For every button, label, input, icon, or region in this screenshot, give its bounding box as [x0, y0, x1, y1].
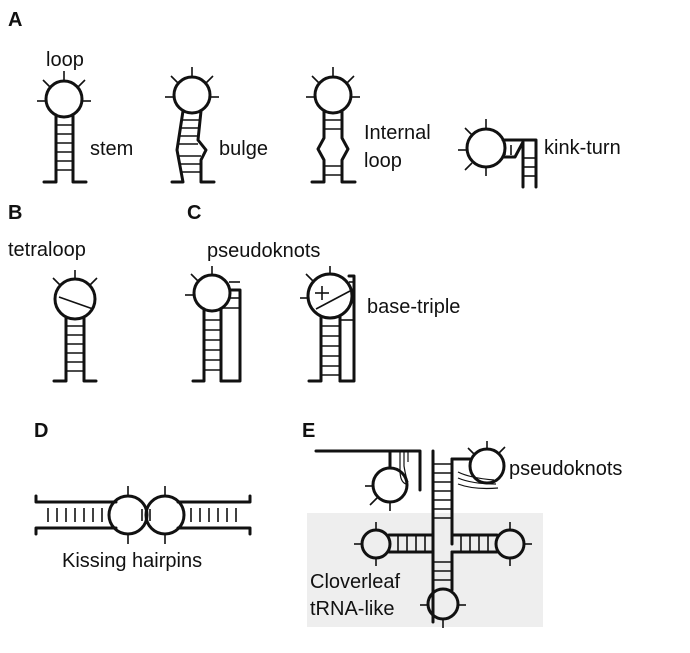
central-stem-pairs: [433, 463, 452, 519]
panel-c-letter: C: [187, 202, 201, 224]
kink-loop-ticks: [458, 119, 487, 176]
upper-left-loop-ticks: [365, 485, 391, 511]
stem-strand-right: [71, 113, 88, 184]
loop-label: loop: [46, 49, 84, 71]
trna-like-label: tRNA-like: [310, 598, 394, 620]
internal-hairpin-loop: [313, 75, 353, 115]
base-triple-pairs: [340, 281, 354, 321]
tetraloop-ticks: [52, 270, 98, 310]
hairpin-bulge: bulge: [165, 67, 268, 184]
cloverleaf-label: Cloverleaf: [310, 571, 400, 593]
kissing-strand-top-right: [176, 494, 252, 504]
kissing-strand-bottom-left: [34, 526, 118, 536]
kissing-strand-top-left: [34, 494, 118, 504]
acceptor-strand-top: [314, 449, 422, 492]
pseudoknot-strand: [219, 288, 242, 383]
base-triple-stem-pairs: [321, 325, 340, 376]
base-triple-hairpin: base-triple: [300, 266, 460, 383]
right-arm-ticks: [509, 522, 532, 566]
tetraloop-base-pairs: [66, 325, 84, 372]
tetraloop-stem-right: [82, 315, 98, 383]
bottom-arm-pairs: [433, 561, 452, 581]
base-triple-label: base-triple: [367, 296, 460, 318]
kissing-loop-pairs: [141, 508, 151, 522]
hairpin-stem-loop: loop stem: [37, 49, 133, 184]
kink-strand-outer: [501, 138, 538, 189]
base-triple-loop-ticks: [300, 266, 351, 310]
pseudoknot-arcs-upper-right: [457, 471, 499, 490]
panel-b: B tetraloop: [8, 202, 98, 383]
panel-b-letter: B: [8, 202, 22, 224]
pseudoknot-arcs-upper-left: [399, 451, 409, 485]
kissing-hairpins-motif: [34, 486, 252, 544]
kink-base-pairs: [504, 145, 536, 177]
internal-strand-right: [340, 109, 357, 184]
panel-d-letter: D: [34, 420, 48, 442]
base-triple-loop: [306, 272, 354, 320]
pseudoknots-label-e: pseudoknots: [509, 458, 622, 480]
kink-turn-label: kink-turn: [544, 137, 621, 159]
base-triple-strand: [338, 274, 356, 383]
internal-base-pairs: [324, 119, 342, 176]
panel-c: C pseudoknots: [185, 202, 460, 383]
kissing-stem-pairs-right: [190, 508, 237, 522]
tetraloop-stem-left: [52, 315, 68, 383]
pseudoknot-stem-pairs: [204, 319, 221, 371]
internal-loop-ticks: [306, 67, 360, 98]
tetraloop-pair-line: [58, 296, 94, 310]
panel-a-letter: A: [8, 9, 22, 31]
trna-like-structure: pseudoknots: [314, 441, 622, 628]
bulge-label: bulge: [219, 138, 268, 160]
bulge-hairpin-loop: [172, 75, 212, 115]
bulge-base-pairs: [179, 119, 201, 173]
hairpin-loop: [44, 79, 84, 119]
pseudoknot-pairs: [221, 281, 240, 309]
tetraloop-circle: [53, 277, 97, 321]
upper-right-loop-ticks: [467, 441, 506, 455]
hairpin-internal-loop: Internal loop: [306, 67, 431, 184]
internal-strand-left: [310, 109, 326, 184]
kink-turn-loop: [465, 127, 507, 169]
bulge-strand-left: [170, 109, 185, 184]
bulge-loop-ticks: [165, 67, 219, 98]
pseudoknots-label-c: pseudoknots: [207, 240, 320, 262]
stem-base-pairs: [56, 124, 73, 171]
upper-left-loop: [371, 466, 409, 504]
stem-strand-left: [42, 113, 58, 184]
left-arm-pairs: [397, 535, 426, 552]
pseudoknot-loop: [192, 273, 232, 313]
panel-d: D: [34, 420, 252, 572]
stem-label: stem: [90, 138, 133, 160]
pseudoknot-stem-left: [191, 307, 206, 383]
panel-e: E: [302, 420, 622, 628]
pseudoknot-loop-ticks: [185, 266, 213, 296]
bulge-strand-right: [196, 109, 216, 184]
kissing-loop-right: [144, 494, 186, 536]
internal-loop-label: loop: [364, 150, 402, 172]
loop-nucleotide-ticks: [37, 71, 91, 102]
kink-turn-motif: kink-turn: [458, 119, 621, 189]
base-triple-stem-left: [307, 315, 323, 383]
tetraloop-label: tetraloop: [8, 239, 86, 261]
panel-e-letter: E: [302, 420, 315, 442]
internal-label: Internal: [364, 122, 431, 144]
kissing-loop-ticks: [127, 486, 166, 544]
left-arm-ticks: [354, 522, 377, 566]
right-arm-pairs: [460, 535, 489, 552]
kissing-strand-bottom-right: [176, 526, 252, 536]
kissing-hairpins-label: Kissing hairpins: [62, 550, 202, 572]
panel-a: A loop stem: [8, 9, 621, 189]
kink-strand-inner: [501, 140, 525, 189]
bottom-arm-ticks: [420, 604, 466, 628]
kissing-stem-pairs-left: [47, 508, 103, 522]
pseudoknot-hairpin: [185, 266, 242, 383]
